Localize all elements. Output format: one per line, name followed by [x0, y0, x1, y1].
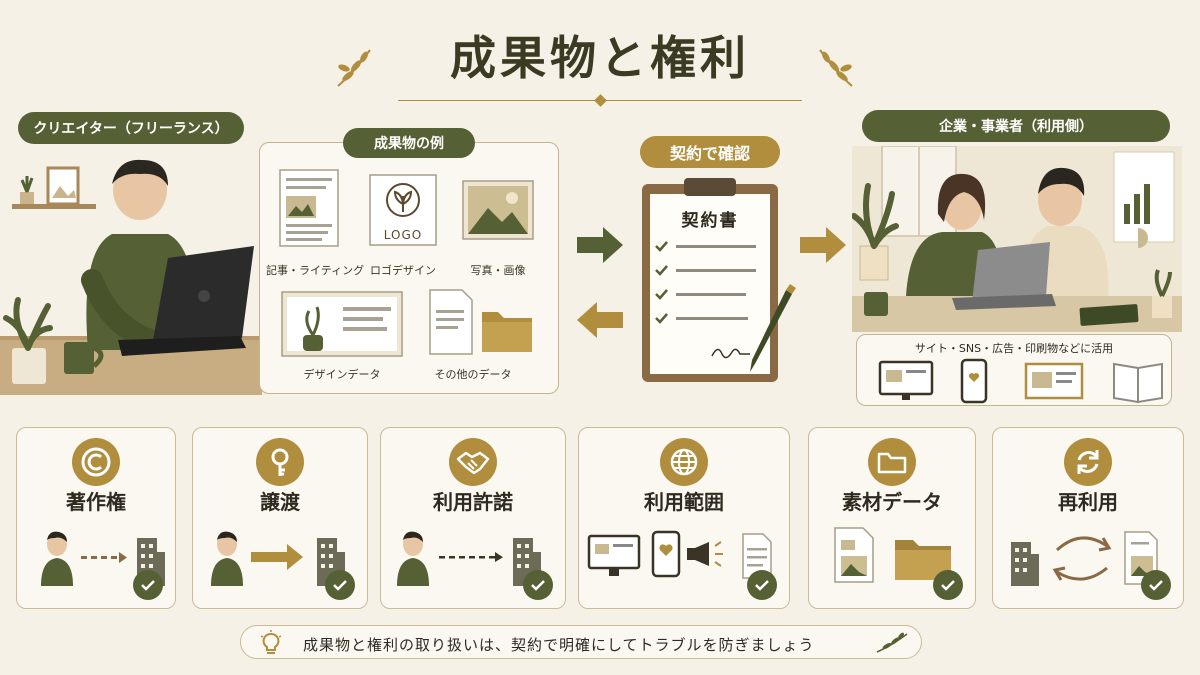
article-document-icon	[279, 169, 339, 247]
laurel-right-icon	[819, 49, 853, 87]
copyright-icon	[72, 438, 120, 486]
page-title: 成果物と権利	[450, 31, 750, 85]
arrow-right-to-company-icon	[800, 227, 846, 263]
card-source-data: 素材データ	[808, 427, 976, 609]
card-copyright: 著作権	[16, 427, 176, 609]
usage-media-row-icon	[587, 530, 772, 579]
photo-image-icon	[462, 180, 534, 240]
check-icon	[133, 570, 163, 600]
handshake-icon	[449, 438, 497, 486]
leaf-sprig-icon	[876, 632, 908, 653]
card-title-transfer: 譲渡	[260, 490, 300, 514]
card-title-usage-scope: 利用範囲	[644, 490, 724, 514]
transfer-to-company-icon	[211, 531, 345, 586]
contract-doc-title: 契約書	[681, 211, 739, 231]
company-label: 企業・事業者（利用側）	[862, 110, 1170, 142]
company-illustration	[852, 146, 1182, 332]
title-divider-ornament	[594, 94, 607, 107]
card-usage-scope: 利用範囲	[578, 427, 790, 609]
deliverable-other-label: その他のデータ	[434, 368, 512, 381]
check-icon	[933, 570, 963, 600]
card-reuse: 再利用	[992, 427, 1184, 609]
laurel-left-icon	[337, 49, 371, 87]
key-icon	[256, 438, 304, 486]
folder-icon	[868, 438, 916, 486]
other-data-icon	[429, 289, 532, 355]
logo-design-icon	[369, 174, 437, 246]
globe-icon	[660, 438, 708, 486]
license-to-company-icon	[397, 531, 541, 586]
creator-illustration	[0, 159, 262, 395]
contract-label: 契約で確認	[640, 136, 780, 168]
card-title-reuse: 再利用	[1058, 490, 1118, 514]
logo-text: LOGO	[383, 228, 423, 242]
check-icon	[747, 570, 777, 600]
arrow-right-to-contract-icon	[577, 227, 623, 263]
arrow-left-to-creator-icon	[577, 302, 623, 338]
card-transfer: 譲渡	[192, 427, 368, 609]
usage-media-icons	[878, 358, 1163, 404]
deliverable-photo-label: 写真・画像	[470, 264, 526, 277]
footer-bar: 成果物と権利の取り扱いは、契約で明確にしてトラブルを防ぎましょう	[240, 625, 922, 659]
source-files-icon	[834, 527, 951, 583]
card-title-license: 利用許諾	[433, 490, 513, 514]
check-icon	[1141, 570, 1171, 600]
card-license: 利用許諾	[380, 427, 566, 609]
footer-text: 成果物と権利の取り扱いは、契約で明確にしてトラブルを防ぎましょう	[303, 636, 815, 654]
deliverable-article-label: 記事・ライティング	[266, 264, 365, 277]
card-title-copyright: 著作権	[66, 490, 126, 514]
deliverable-logo-label: ロゴデザイン	[370, 264, 436, 277]
contract-clipboard-icon	[642, 178, 796, 382]
creator-label: クリエイター（フリーランス）	[18, 112, 244, 144]
check-icon	[523, 570, 553, 600]
design-data-icon	[281, 291, 403, 357]
lightbulb-icon	[260, 630, 282, 654]
deliverables-label: 成果物の例	[343, 128, 475, 158]
usage-text: サイト・SNS・広告・印刷物などに活用	[914, 342, 1114, 355]
card-title-source-data: 素材データ	[842, 490, 942, 514]
deliverable-design-label: デザインデータ	[303, 368, 381, 381]
reuse-cycle-icon	[1064, 438, 1112, 486]
check-icon	[325, 570, 355, 600]
